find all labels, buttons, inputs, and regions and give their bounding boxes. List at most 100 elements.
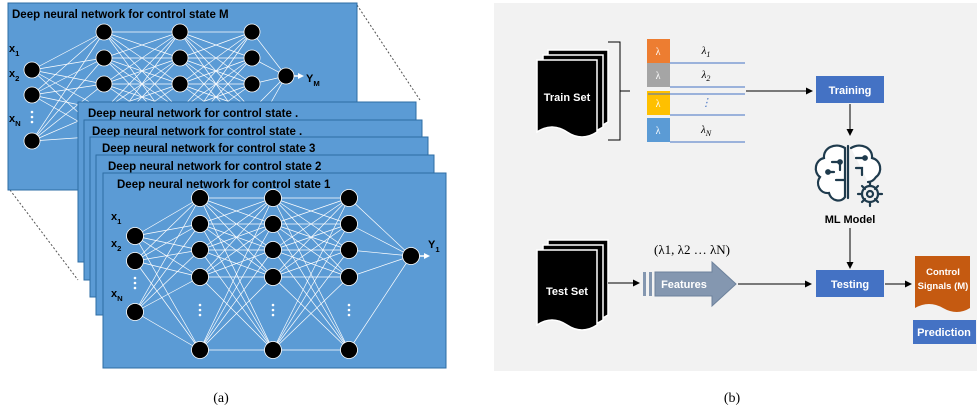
neuron: [340, 241, 358, 259]
neuron: [340, 189, 358, 207]
features-label: Features: [661, 279, 707, 291]
neuron: [264, 215, 282, 233]
neuron: [23, 86, 41, 104]
network-title: Deep neural network for control state 3: [102, 143, 315, 155]
neuron: [171, 49, 189, 67]
neuron: [243, 49, 261, 67]
neuron: [191, 189, 209, 207]
ellipsis-dot: [198, 303, 202, 307]
feature-row: λ λ1: [647, 39, 745, 64]
output-arrowhead: [424, 253, 430, 259]
feature-label: λ1: [701, 45, 711, 59]
neuron: [95, 23, 113, 41]
feature-tag-box: [647, 39, 670, 63]
arrowhead-features: [633, 279, 640, 287]
neuron: [191, 215, 209, 233]
neuron: [264, 189, 282, 207]
ellipsis-dot: [198, 313, 202, 317]
brain-gear-icon: [814, 144, 884, 208]
output-label: Y1: [428, 239, 440, 254]
neuron: [126, 303, 144, 321]
caption-a: (a): [213, 391, 229, 406]
input-label-x2: x2: [111, 238, 121, 253]
neuron: [264, 241, 282, 259]
neuron: [243, 23, 261, 41]
training-box: [816, 76, 884, 103]
neuron: [264, 268, 282, 286]
network-title: Deep neural network for control state .: [88, 108, 298, 120]
test-set-label: Test Set: [546, 286, 588, 298]
perspective-line-top: [356, 4, 421, 101]
neuron: [264, 341, 282, 359]
feature-tag-box: [647, 63, 670, 87]
feature-tag: λ: [656, 71, 661, 82]
feature-label: ⋮: [701, 97, 712, 109]
neuron: [126, 227, 144, 245]
ellipsis-dot: [347, 313, 351, 317]
neuron: [340, 215, 358, 233]
network-card-front: Deep neural network for control state 1 x…: [102, 172, 447, 369]
feature-tag-box: [647, 118, 670, 142]
arrowhead-training: [806, 87, 813, 95]
control-signals-box: [915, 256, 970, 312]
ellipsis-dot: [271, 303, 275, 307]
prediction-label: Prediction: [917, 327, 971, 339]
feature-tag: λ: [656, 99, 661, 110]
neuron: [23, 132, 41, 150]
network-title: Deep neural network for control state 1: [117, 179, 331, 191]
train-set-label: Train Set: [544, 92, 591, 104]
input-label-x1: x1: [9, 43, 20, 58]
panel-a-dnn-stack: Deep neural network for control state M x…: [7, 2, 447, 406]
feature-tag: λ: [656, 126, 661, 137]
control-signals-line1: Control: [926, 267, 960, 278]
network-edges: [134, 197, 412, 351]
neuron: [340, 341, 358, 359]
feature-tag: λ: [656, 47, 661, 58]
train-set-stack: Train Set: [536, 49, 609, 138]
features-arrow: Features: [643, 260, 737, 308]
feature-row: λ λN: [647, 118, 745, 143]
network-title: Deep neural network for control state .: [92, 126, 302, 138]
network-title: Deep neural network for control state M: [12, 9, 229, 21]
input-label-xn: xN: [9, 113, 21, 128]
bracket: [608, 41, 630, 141]
neuron: [23, 61, 41, 79]
perspective-line-bottom: [9, 189, 79, 281]
network-title: Deep neural network for control state 2: [108, 161, 321, 173]
ellipsis-dot: [198, 308, 202, 312]
features-vector-label: (λ1, λ2 … λN): [654, 242, 730, 257]
neuron: [126, 252, 144, 270]
ellipsis-dot: [271, 308, 275, 312]
neuron: [171, 75, 189, 93]
neuron: [340, 268, 358, 286]
training-label: Training: [829, 85, 872, 97]
output-label: YM: [306, 73, 320, 88]
testing-box: [816, 270, 884, 297]
ml-model-label: ML Model: [825, 214, 876, 226]
arrowhead-testing-right: [805, 280, 812, 288]
ellipsis-dot: [133, 276, 137, 280]
caption-b: (b): [724, 391, 741, 406]
neuron: [277, 67, 295, 85]
arrowhead-model: [846, 129, 854, 136]
network-card-front: Deep neural network for control state 1 x…: [102, 172, 447, 369]
input-label-x1: x1: [111, 211, 122, 226]
arrowhead-testing-down: [846, 262, 854, 269]
ellipsis-dot: [133, 281, 137, 285]
neuron: [191, 341, 209, 359]
neuron: [243, 75, 261, 93]
input-label-x2: x2: [9, 68, 19, 83]
neuron: [95, 75, 113, 93]
arrowhead-control: [905, 280, 912, 288]
network-edges: [31, 31, 287, 142]
ellipsis-dot: [30, 120, 34, 124]
neuron: [191, 268, 209, 286]
neuron: [402, 247, 420, 265]
ellipsis-dot: [30, 115, 34, 119]
feature-label: λN: [700, 124, 712, 138]
control-signals-line2: Signals (M): [918, 281, 969, 292]
testing-label: Testing: [831, 279, 869, 291]
input-label-xn: xN: [111, 288, 123, 303]
